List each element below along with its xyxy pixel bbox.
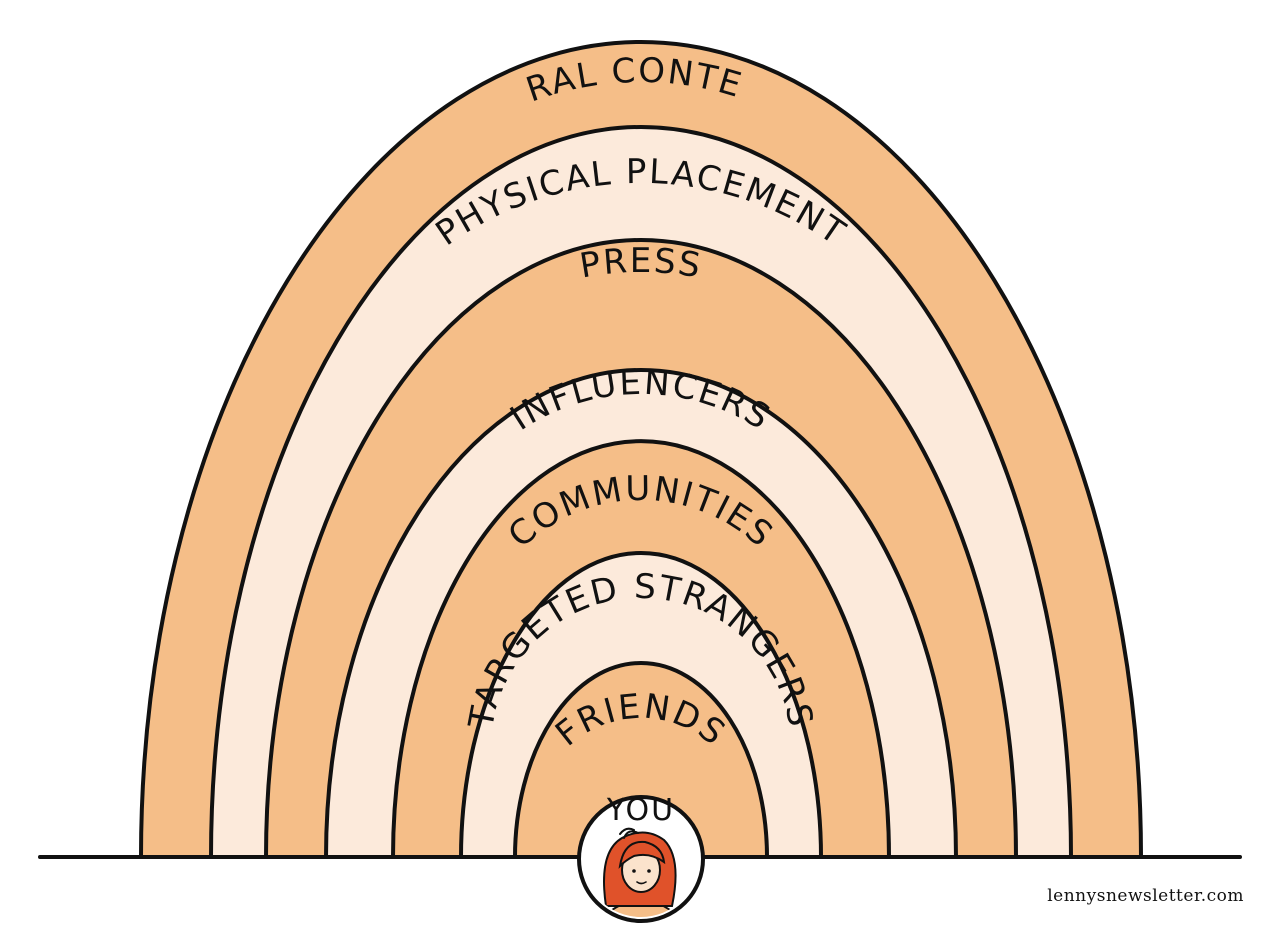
hair-tuft: [619, 827, 639, 839]
ring-friends: [513, 661, 769, 859]
rings-layer: [139, 40, 1143, 859]
ring-label-press: PRESS: [577, 241, 705, 287]
credit-text: lennysnewsletter.com: [1047, 886, 1244, 906]
center-you: YOU: [577, 793, 705, 923]
you-label: YOU: [606, 793, 675, 828]
